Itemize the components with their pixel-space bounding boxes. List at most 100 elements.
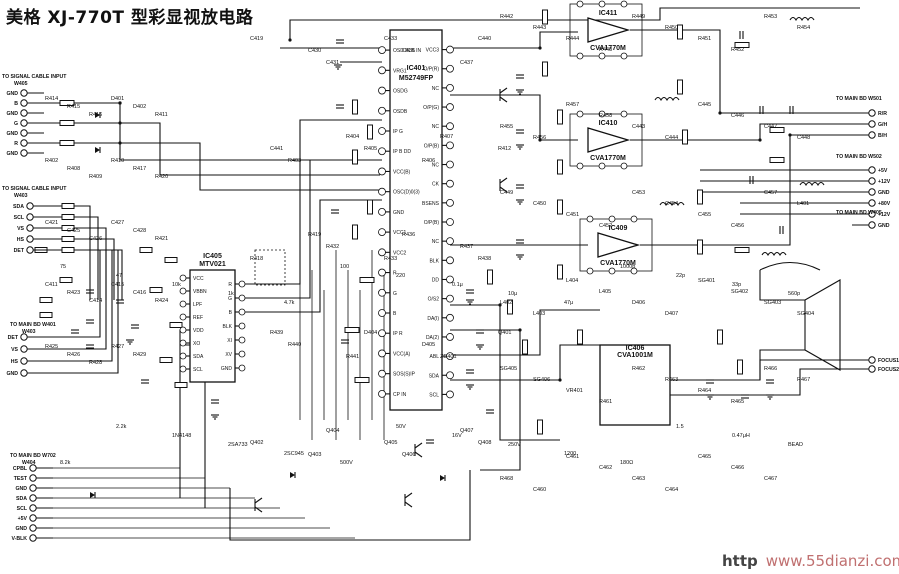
part-value: 2SA733 — [228, 442, 248, 448]
resistor — [164, 257, 178, 263]
amp-pin-number — [598, 0, 606, 8]
connector-ref: W403 — [22, 329, 36, 335]
ic405-pin-number — [179, 300, 187, 308]
part-label-right: R449 — [632, 14, 645, 20]
part-labels: R414R415R416D401D402R411R402R408R409R410… — [45, 14, 814, 493]
ic405-pin-left: SCL — [193, 367, 203, 373]
connector-pin — [29, 534, 37, 542]
part-label-right: L401 — [797, 201, 809, 207]
connector-pin-label: VS — [11, 347, 18, 353]
part-label-left: C414 — [89, 298, 102, 304]
connector-pin — [20, 109, 28, 117]
connector-pin-label: B/H — [878, 133, 887, 139]
ic405-pin-number — [238, 322, 246, 330]
connector-pin — [20, 129, 28, 137]
wire — [44, 250, 113, 362]
ic401-pin-number — [446, 198, 454, 207]
connector-pin — [29, 484, 37, 492]
part-label-mid: R405 — [364, 146, 377, 152]
connector-pin-label: GND — [15, 526, 27, 532]
wire — [640, 134, 852, 246]
part-label-right: SG401 — [698, 278, 715, 284]
resistor — [352, 149, 358, 165]
ic401-pin-right: NC — [432, 86, 440, 92]
amp-pin-number — [576, 52, 584, 60]
part-label-mid: R433 — [384, 256, 397, 262]
part-label-left: D401 — [111, 96, 124, 102]
wire — [44, 250, 119, 374]
part-label-left: R415 — [67, 104, 80, 110]
wire — [670, 368, 852, 396]
resistor — [734, 247, 750, 253]
connector-pin-label: V-BLK — [11, 536, 27, 542]
ic405-pin-number — [179, 313, 187, 321]
connector-pin-label: R — [14, 141, 18, 147]
connector-main_bd_2: TO MAIN BD W702W404CPBLTESTGNDSDASCL+5VG… — [10, 453, 56, 542]
connector-pin — [26, 235, 34, 243]
connector-pin-label: +80V — [878, 201, 891, 207]
ic405-pin-left: VBBN — [193, 289, 207, 295]
part-value: 75 — [60, 264, 66, 270]
connector-pin — [26, 224, 34, 232]
connector-pin — [29, 464, 37, 472]
capacitor — [331, 209, 339, 214]
resistor — [734, 42, 750, 48]
capacitor — [739, 31, 744, 39]
connector-pin — [20, 139, 28, 147]
part-value: 1N4148 — [172, 433, 191, 439]
ic401-pin-number — [446, 275, 454, 284]
resistor — [61, 247, 75, 253]
ground-symbol — [706, 394, 714, 400]
ic401-pin-left: GND — [393, 210, 405, 216]
ic401-pin-left: IP R — [393, 331, 403, 337]
resistor — [149, 287, 163, 293]
ic405-part: MTV021 — [199, 261, 226, 268]
resistor — [677, 24, 683, 40]
part-label-right: D407 — [665, 311, 678, 317]
ic401-pin-right: O/P(B) — [424, 143, 440, 149]
capacitor — [141, 379, 149, 384]
connector-pin — [868, 356, 876, 364]
part-label-left: C421 — [45, 220, 58, 226]
amp-pin-number — [576, 0, 584, 8]
junction-dot — [718, 111, 722, 115]
part-label-left: C425 — [67, 228, 80, 234]
wire — [670, 359, 852, 381]
part-label-right: C457 — [764, 190, 777, 196]
ic401-pin-number — [378, 268, 386, 277]
part-label-mid: D405 — [422, 342, 435, 348]
connector-pin — [29, 524, 37, 532]
part-label-right: SG402 — [731, 289, 748, 295]
connector-pin — [868, 177, 876, 185]
transistor-emitter — [404, 501, 413, 508]
part-label-mid: R419 — [308, 232, 321, 238]
part-value: BEAD — [788, 442, 803, 448]
ground-symbol — [126, 339, 134, 345]
junction-dot — [118, 141, 122, 145]
part-label-right: C444 — [665, 135, 678, 141]
connector-pin-label: CPBL — [13, 466, 28, 472]
ic411-triangle — [587, 17, 631, 43]
transistor-collector — [254, 497, 263, 504]
wire — [120, 122, 380, 176]
part-label-mid: C419 — [250, 36, 263, 42]
amp-pin-number — [598, 52, 606, 60]
ic401-pin-number — [378, 167, 386, 176]
connector-pin-label: SCL — [17, 506, 28, 512]
capacitor — [476, 329, 484, 334]
connector-pin-label: TEST — [14, 476, 28, 482]
ic405-pin-number — [179, 352, 187, 360]
diode — [95, 147, 101, 153]
connector-pin-label: GND — [6, 131, 18, 137]
connector-pin — [20, 89, 28, 97]
part-label-right: R450 — [665, 25, 678, 31]
ic401-pin-number — [378, 369, 386, 378]
part-label-mid: R407 — [440, 134, 453, 140]
part-label-mid: Q407 — [460, 428, 473, 434]
part-value: 8.2k — [60, 460, 71, 466]
part-label-right: R455 — [500, 124, 513, 130]
connector-pin — [29, 504, 37, 512]
part-label-right: L403 — [533, 311, 545, 317]
part-label-mid: Q403 — [308, 452, 321, 458]
part-label-mid: R438 — [478, 256, 491, 262]
